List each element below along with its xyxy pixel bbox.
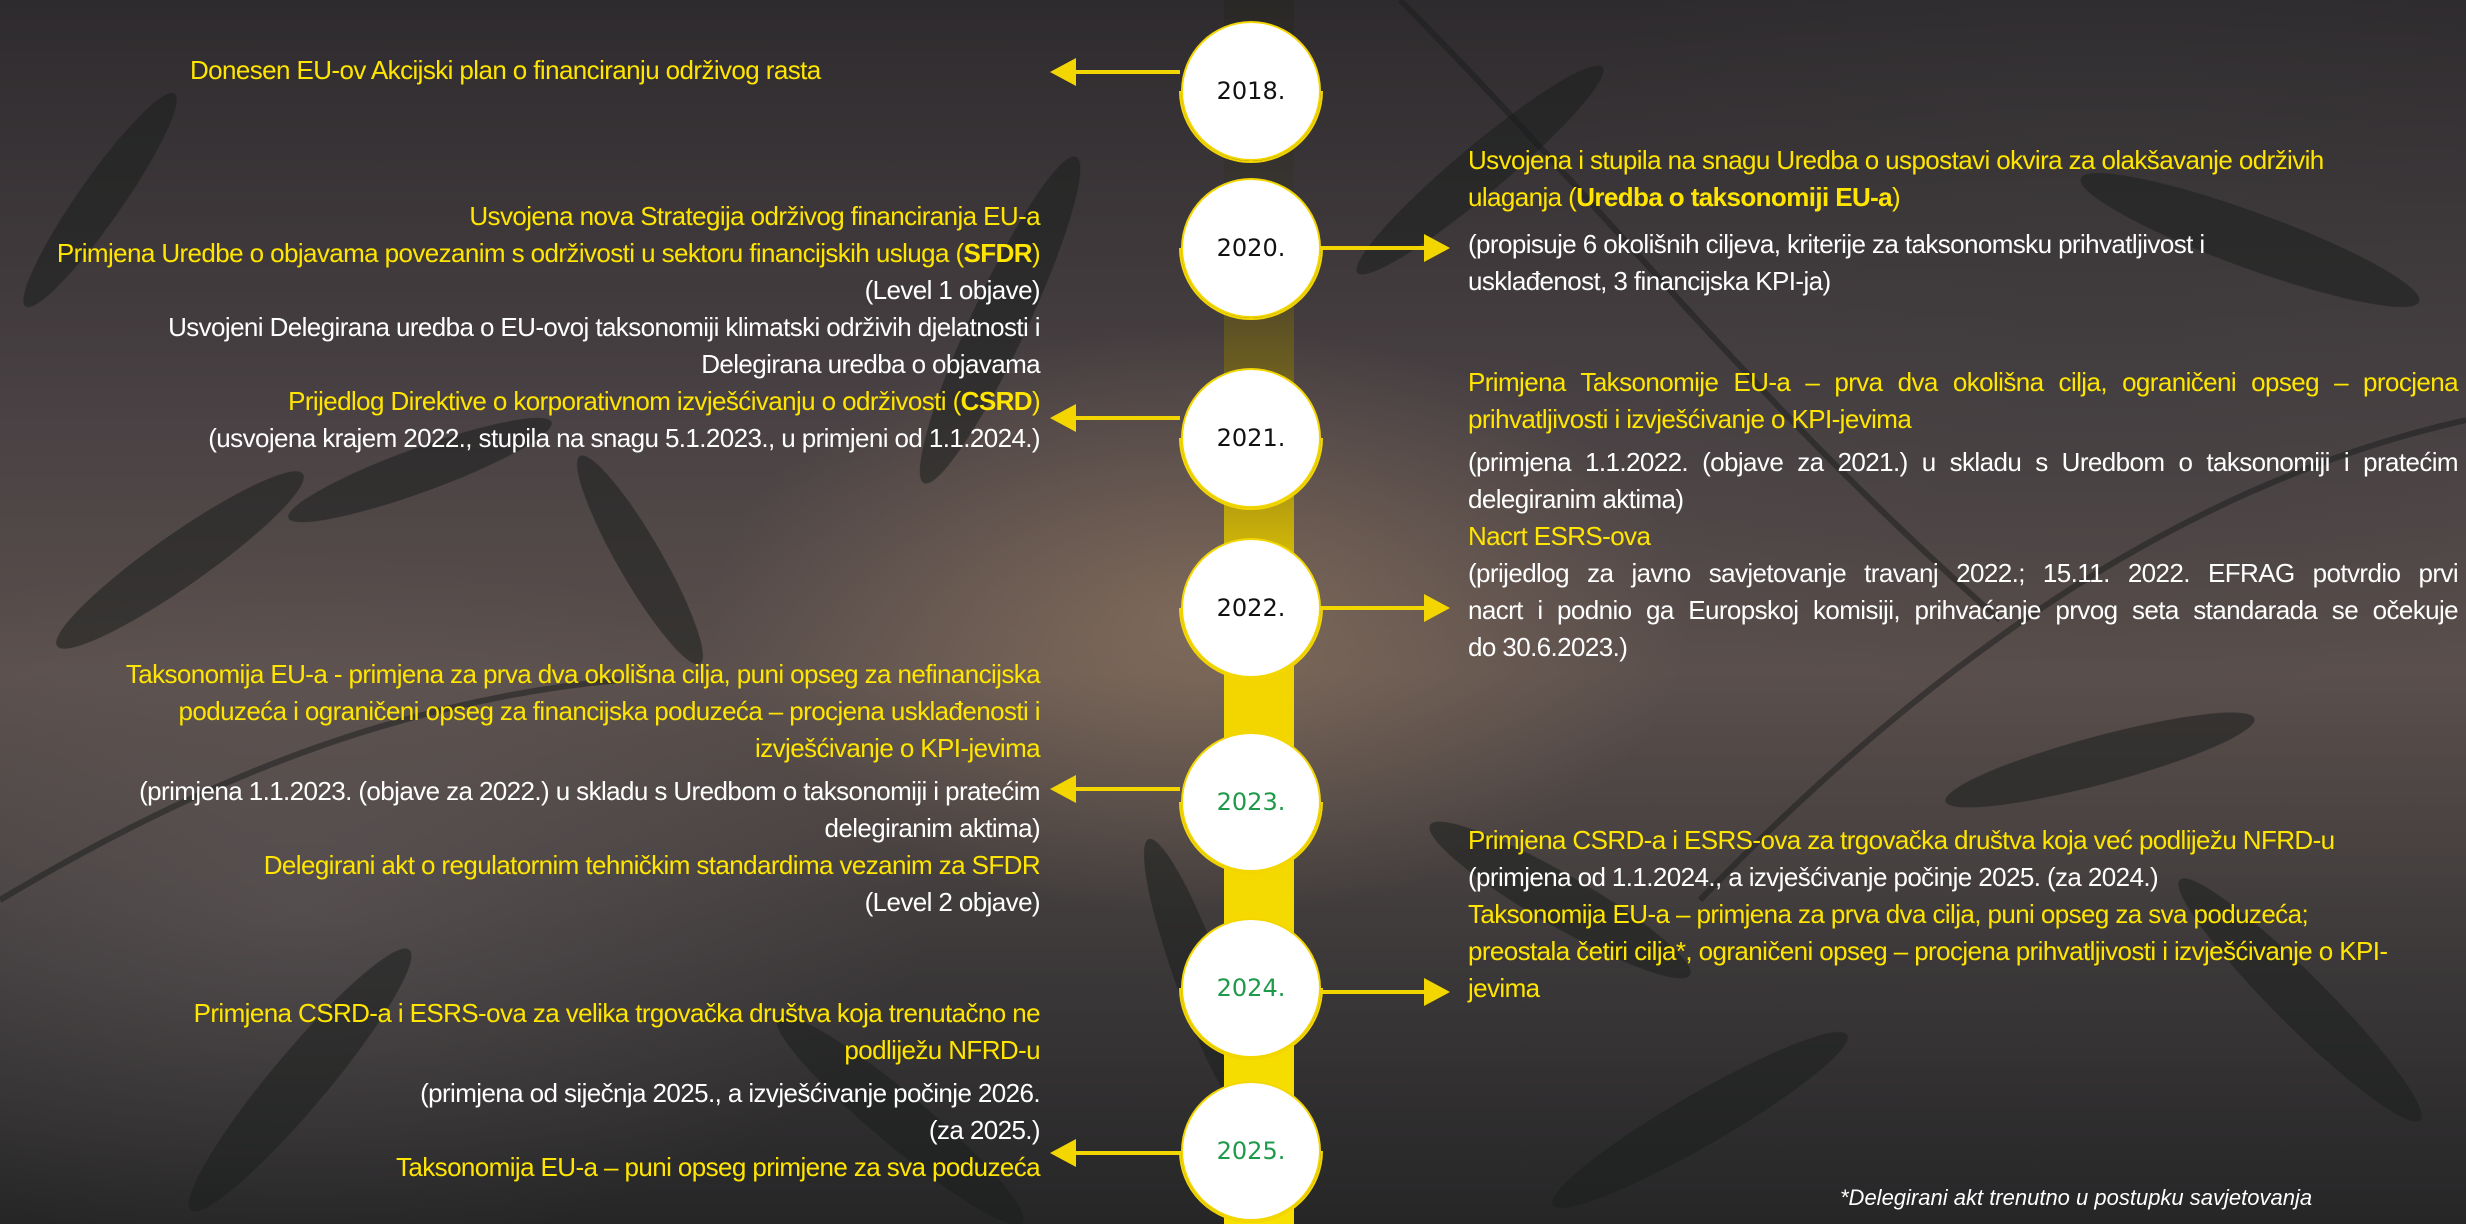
event-delegated-regulation-1: Usvojeni Delegirana uredba o EU-ovoj tak… [168,312,1041,342]
year-node-2025: 2025. [1183,1083,1319,1219]
event-taxonomy-full-scope: Taksonomija EU-a – puni opseg primjene z… [396,1152,1041,1182]
arrow-2024-right [1320,978,1450,1006]
event-esrs-draft: Nacrt ESRS-ova [1468,521,1651,551]
event-taxonomy-note-1: (propisuje 6 okolišnih ciljeva, kriterij… [1468,229,2205,259]
year-node-2022: 2022. [1183,540,1319,676]
arrow-2025-left [1050,1139,1180,1167]
event-taxonomy-regulation-1: Usvojena i stupila na snagu Uredba o usp… [1468,145,2324,175]
arrow-2023-left [1050,775,1180,803]
arrow-2021-left [1050,404,1180,432]
arrow-2020-right [1320,234,1450,262]
events-2020-right: Usvojena i stupila na snagu Uredba o usp… [1468,142,2428,300]
event-2018-action-plan: Donesen EU-ov Akcijski plan o financiran… [190,55,821,85]
year-node-2023: 2023. [1183,734,1319,870]
events-2024-right: Primjena CSRD-a i ESRS-ova za trgovačka … [1468,822,2458,1007]
events-2025-left: Primjena CSRD-a i ESRS-ova za velika trg… [0,995,1041,1186]
arrow-2022-right [1320,594,1450,622]
footnote: *Delegirani akt trenutno u postupku savj… [1840,1185,2313,1210]
events-2022-right: Primjena Taksonomije EU-a – prva dva oko… [1468,367,2459,662]
event-sustainable-finance-strategy: Usvojena nova Strategija održivog financ… [469,201,1040,231]
year-node-2018: 2018. [1183,23,1319,159]
event-sfdr-level1: (Level 1 objave) [864,275,1041,305]
year-node-2024: 2024. [1183,920,1319,1056]
event-delegated-regulation-2: Delegirana uredba o objavama [701,349,1040,379]
event-sfdr: Primjena Uredbe o objavama povezanim s o… [56,238,1041,268]
arrow-2018-left [1050,58,1180,86]
events-2023-left: Taksonomija EU-a - primjena za prva dva … [0,656,1041,921]
event-taxonomy-note-2: usklađenost, 3 financijska KPI-ja) [1468,266,1831,296]
year-node-2020: 2020. [1183,180,1319,316]
event-csrd-proposal: Prijedlog Direktive o korporativnom izvj… [288,386,1040,416]
event-sfdr-rts: Delegirani akt o regulatornim tehničkim … [263,850,1041,880]
year-node-2021: 2021. [1183,370,1319,506]
event-taxonomy-regulation-2: ulaganja (Uredba o taksonomiji EU-a) [1468,182,1901,212]
event-csrd-note: (usvojena krajem 2022., stupila na snagu… [208,423,1040,453]
events-2020-2021-left: Usvojena nova Strategija održivog financ… [0,198,1041,457]
event-csrd-nfrd-companies: Primjena CSRD-a i ESRS-ova za trgovačka … [1468,825,2335,855]
